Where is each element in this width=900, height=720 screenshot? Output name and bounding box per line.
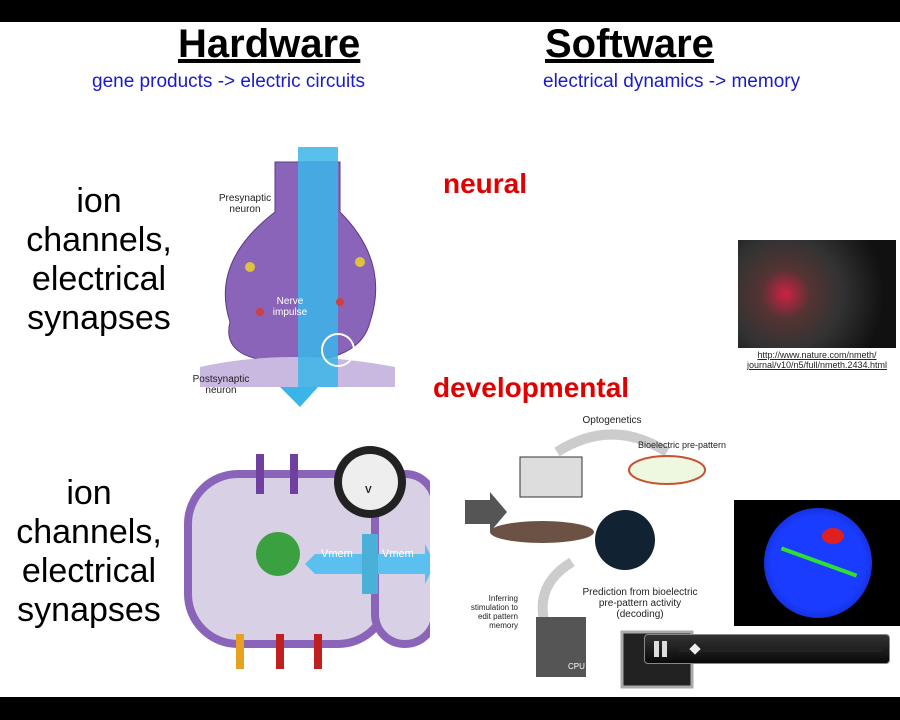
brain-imaging-photo bbox=[738, 240, 896, 348]
neural-label: neural bbox=[443, 168, 528, 199]
url-line-1: http://www.nature.com/nmeth/ bbox=[757, 350, 877, 360]
pause-button[interactable] bbox=[653, 641, 669, 657]
video-player-controls[interactable] bbox=[644, 634, 890, 664]
bioelectric-embryo-photo bbox=[734, 500, 900, 626]
software-title: Software bbox=[545, 22, 714, 66]
seek-bar[interactable] bbox=[679, 643, 883, 655]
synapse-illustration bbox=[200, 147, 395, 407]
cell-membrane-illustration bbox=[184, 446, 430, 669]
presentation-slide: Hardware gene products -> electric circu… bbox=[0, 22, 900, 697]
postsynaptic-label: Postsynaptic neuron bbox=[192, 374, 250, 396]
optogenetics-label: Optogenetics bbox=[582, 415, 642, 426]
vmem-label-right: Vmem bbox=[382, 548, 414, 560]
inferring-label: Inferring stimulation to edit pattern me… bbox=[470, 594, 518, 630]
hardware-title: Hardware bbox=[178, 22, 361, 66]
nerve-impulse-label: Nerve impulse bbox=[272, 296, 308, 318]
presynaptic-label: Presynaptic neuron bbox=[218, 193, 272, 215]
voltmeter-label: V bbox=[365, 485, 372, 496]
prepattern-label: Bioelectric pre-pattern bbox=[638, 440, 727, 450]
row1-label: ion channels, electrical synapses bbox=[26, 182, 172, 337]
hardware-subtitle: gene products -> electric circuits bbox=[92, 71, 365, 92]
source-url[interactable]: http://www.nature.com/nmeth/journal/v10/… bbox=[740, 350, 894, 370]
url-line-2: journal/v10/n5/full/nmeth.2434.html bbox=[746, 360, 888, 370]
cpu-label: CPU bbox=[568, 662, 585, 671]
seek-handle[interactable] bbox=[689, 643, 701, 655]
prediction-label: Prediction from bioelectric pre-pattern … bbox=[582, 587, 698, 620]
vmem-label-left: Vmem bbox=[321, 548, 353, 560]
row2-label: ion channels, electrical synapses bbox=[16, 474, 162, 629]
developmental-label: developmental bbox=[433, 372, 630, 403]
software-subtitle: electrical dynamics -> memory bbox=[543, 71, 801, 92]
